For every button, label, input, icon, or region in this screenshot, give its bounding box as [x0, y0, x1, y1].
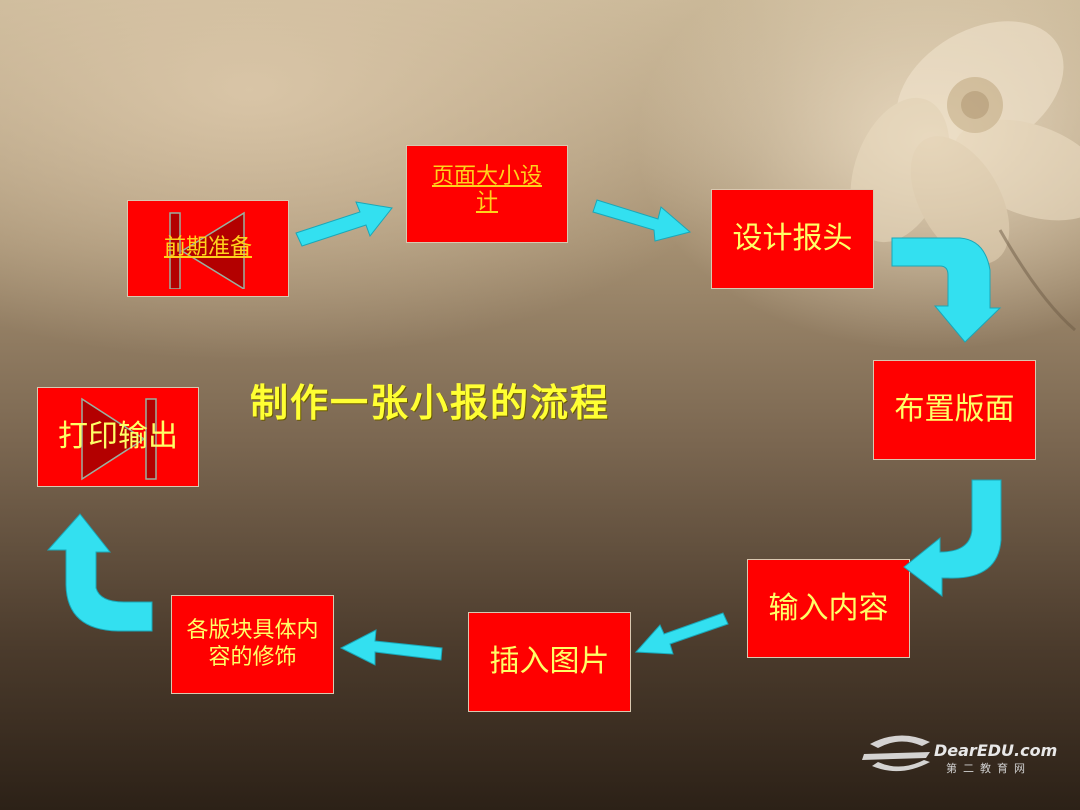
- arrow-2-icon: [592, 199, 692, 242]
- step-layout-box: 布置版面: [873, 360, 1036, 460]
- step-decorate-label: 各版块具体内容的修饰: [186, 618, 319, 670]
- step-input-label: 输入内容: [768, 590, 889, 626]
- step-prep-label[interactable]: 前期准备: [163, 235, 252, 261]
- step-images-label: 插入图片: [489, 644, 610, 679]
- back-nav-icon[interactable]: [148, 209, 268, 289]
- step-header-label: 设计报头: [732, 221, 853, 256]
- slide-title: 制作一张小报的流程: [250, 381, 611, 425]
- step-page-size-box[interactable]: 页面大小设计: [406, 145, 568, 243]
- logo-subtitle: 第二教育网: [946, 762, 1031, 775]
- arrow-1-icon: [295, 201, 393, 247]
- step-prep-box[interactable]: 前期准备: [127, 200, 289, 297]
- step-print-box[interactable]: 打印输出: [37, 387, 199, 487]
- step-layout-label: 布置版面: [894, 392, 1015, 427]
- arrow-7-icon: [46, 513, 153, 632]
- forward-nav-icon[interactable]: [78, 393, 208, 483]
- step-images-box: 插入图片: [468, 612, 631, 712]
- step-input-box: 输入内容: [747, 559, 910, 658]
- step-decorate-box: 各版块具体内容的修饰: [171, 595, 334, 694]
- step-print-label: 打印输出: [58, 419, 178, 454]
- arrow-4-icon: [903, 479, 1002, 598]
- arrow-6-icon: [339, 629, 443, 666]
- arrow-3-icon: [891, 237, 1002, 343]
- dearedu-logo-icon: [862, 735, 930, 772]
- step-header-box: 设计报头: [711, 189, 874, 289]
- logo-brand: DearEDU.com: [934, 741, 1058, 760]
- arrow-5-icon: [634, 612, 729, 655]
- step-page-size-label[interactable]: 页面大小设计: [431, 164, 542, 216]
